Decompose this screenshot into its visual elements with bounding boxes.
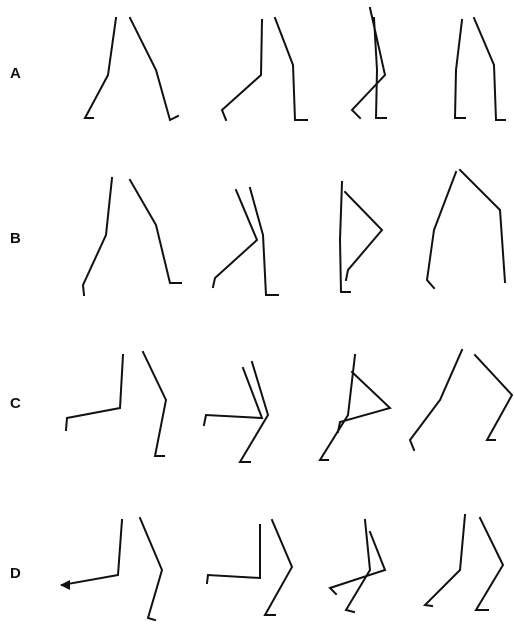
leg-near (62, 520, 122, 585)
leg-near (83, 178, 112, 295)
leg-near (425, 515, 465, 606)
leg-far (338, 372, 390, 432)
panel-b2 (213, 188, 278, 295)
leg-near (85, 18, 116, 118)
panel-d1 (60, 518, 162, 620)
row-b: B (10, 170, 505, 295)
leg-far (275, 18, 307, 120)
panel-a2 (222, 18, 307, 120)
panel-d3 (330, 520, 385, 612)
row-label-b: B (10, 230, 21, 247)
panel-a1 (85, 18, 178, 120)
row-d: D (10, 515, 503, 620)
panel-d4 (425, 515, 503, 610)
panel-c4 (410, 350, 512, 450)
leg-far (240, 362, 268, 462)
panel-b4 (427, 170, 505, 288)
leg-far (345, 192, 382, 280)
leg-far (130, 18, 178, 120)
leg-far (330, 532, 385, 594)
leg-near (427, 172, 456, 288)
panel-b3 (340, 182, 382, 292)
leg-near (410, 350, 462, 450)
leg-far (140, 518, 162, 620)
leg-far (476, 518, 503, 610)
row-label-d: D (10, 565, 21, 582)
row-label-c: C (10, 395, 21, 412)
panel-c3 (320, 355, 390, 460)
row-a: A (10, 8, 505, 120)
leg-far (460, 170, 505, 282)
leg-near (346, 520, 370, 612)
leg-near (207, 525, 260, 583)
leg-near (455, 20, 465, 118)
leg-near (222, 20, 262, 120)
panel-c1 (66, 352, 166, 456)
leg-near (352, 8, 385, 118)
leg-near (66, 355, 123, 430)
leg-far (265, 520, 292, 615)
leg-far (130, 180, 181, 283)
leg-near (340, 182, 350, 292)
row-c: C (10, 350, 512, 462)
leg-near (320, 355, 355, 460)
panel-b1 (83, 178, 181, 295)
panel-c2 (204, 362, 268, 462)
leg-far (474, 18, 505, 120)
panel-a3 (352, 8, 386, 118)
leg-near (204, 368, 262, 425)
toe-arrowhead (60, 580, 70, 590)
panel-a4 (455, 18, 505, 120)
panel-d2 (207, 520, 292, 615)
leg-far (143, 352, 166, 456)
leg-far (475, 355, 512, 440)
row-label-a: A (10, 65, 21, 82)
leg-near (213, 190, 257, 287)
